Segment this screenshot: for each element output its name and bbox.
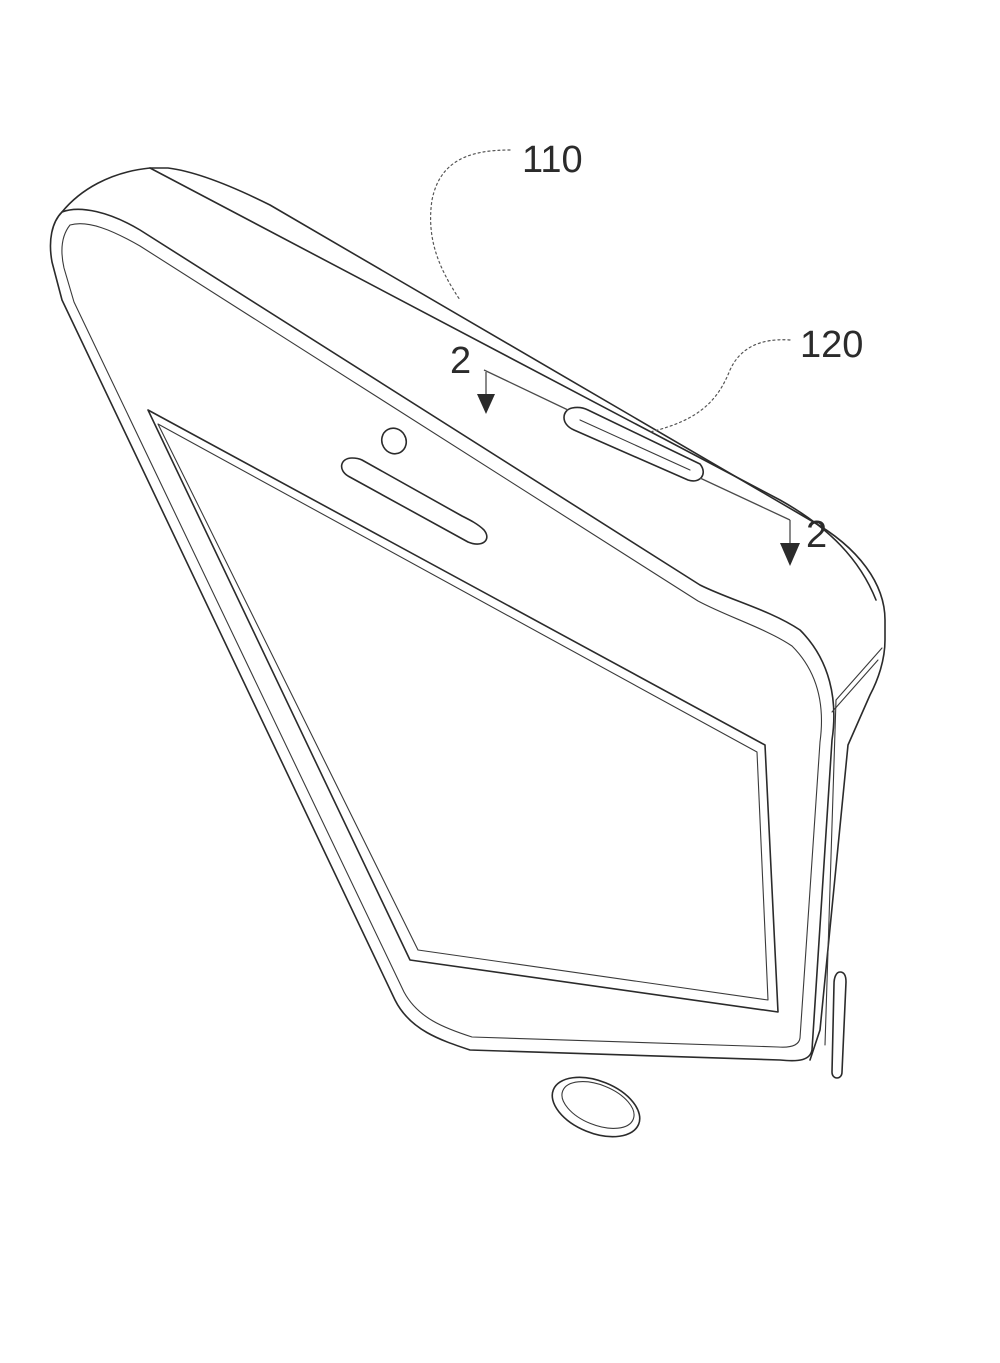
section-arrow-right-head bbox=[780, 543, 800, 566]
home-button-outer bbox=[551, 1076, 641, 1138]
body-outer-outline bbox=[61, 167, 886, 1061]
front-face-bevel bbox=[61, 223, 823, 1048]
section-label-right: 2 bbox=[806, 514, 827, 556]
home-button-inner bbox=[561, 1081, 635, 1129]
section-line-right-horizontal bbox=[699, 477, 791, 521]
label-120: 120 bbox=[800, 324, 863, 366]
screen-outline bbox=[147, 409, 779, 1013]
body-right-side-band bbox=[835, 647, 883, 701]
screen-inner-edge bbox=[157, 423, 769, 1001]
home-button bbox=[551, 1076, 641, 1138]
phone-body bbox=[49, 167, 886, 1062]
side-slot-outline bbox=[831, 971, 847, 1079]
side-slot bbox=[831, 971, 847, 1079]
front-face-outer bbox=[49, 208, 835, 1062]
section-arrow-left-head bbox=[477, 394, 495, 414]
section-label-left: 2 bbox=[450, 340, 471, 382]
body-top-back-edge bbox=[149, 167, 877, 601]
leader-110-line bbox=[430, 149, 511, 301]
display-screen bbox=[147, 409, 779, 1013]
leader-110: 110 bbox=[430, 139, 583, 301]
section-line-2-2: 2 2 bbox=[450, 340, 827, 566]
top-button-outline bbox=[563, 406, 704, 482]
front-camera bbox=[380, 427, 408, 455]
body-side-vertical bbox=[824, 699, 837, 1046]
earpiece-slot bbox=[340, 457, 488, 545]
front-sensors bbox=[340, 427, 488, 545]
top-button-120 bbox=[563, 406, 704, 482]
leader-120-line bbox=[649, 339, 791, 433]
body-right-side-edge bbox=[831, 659, 879, 713]
section-line-left-horizontal bbox=[483, 369, 569, 411]
top-button-highlight bbox=[579, 419, 691, 471]
label-110: 110 bbox=[522, 139, 583, 181]
leader-120: 120 bbox=[649, 324, 863, 433]
